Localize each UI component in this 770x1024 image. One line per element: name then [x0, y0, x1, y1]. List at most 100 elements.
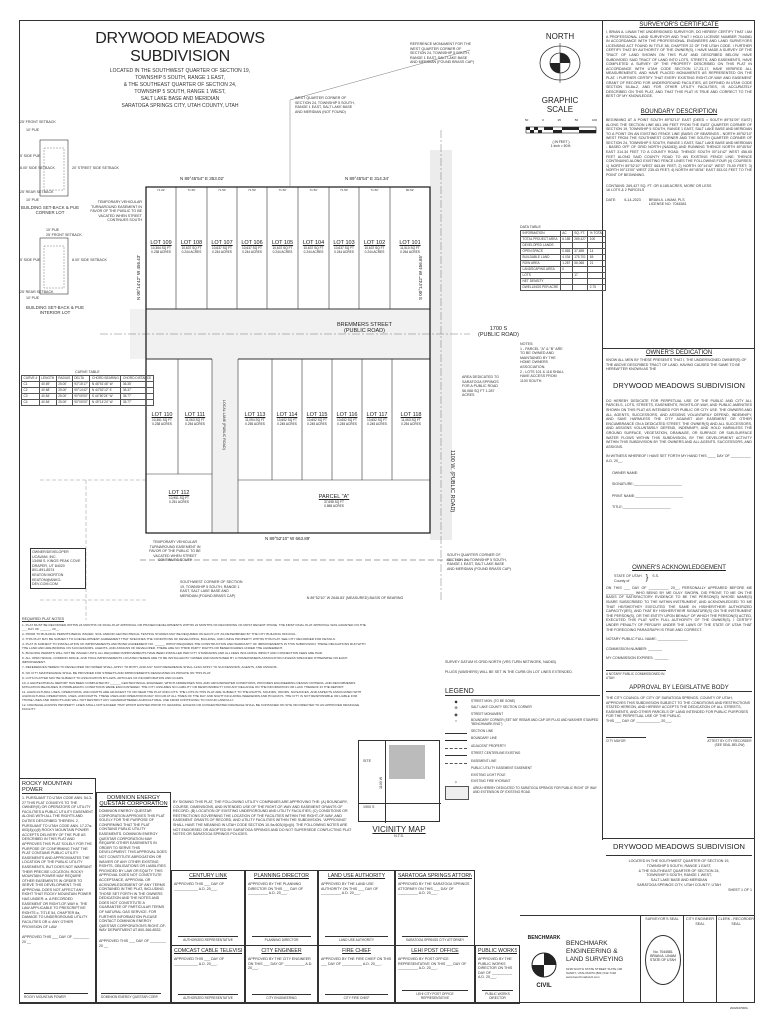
required-note-item: 10- A GEOTECHNICAL REPORT HAS BEEN COMPL… — [22, 680, 356, 689]
company-address-line: SANDY, UTAH 84070 (801) 542-7192 — [566, 971, 617, 975]
lot-acres: 0.244 ACRES — [272, 250, 293, 254]
dominion-title: DOMINION ENERGY QUESTAR CORPORATION — [99, 795, 168, 807]
dominion-approved-date[interactable]: APPROVED THIS ___ DAY OF ________ 20 __ — [99, 939, 167, 948]
approval-block: PLANNING DIRECTOR APPROVED BY THE PLANNIN… — [245, 870, 318, 945]
legend-item: ☼EXISTING FIRE HYDRANT — [445, 779, 600, 784]
legend-symbol-icon — [445, 729, 467, 734]
curve-table-title: CURVE TABLE — [75, 370, 100, 374]
owner-name-field[interactable]: OWNER NAME: — [612, 470, 639, 475]
lot-name: LOT 107 — [211, 240, 233, 246]
table-cell: 25.00' — [55, 398, 73, 406]
signature-field[interactable]: SIGNATURE: — [612, 482, 634, 487]
lot-name: LOT 115 — [306, 412, 328, 418]
date-label: DATE: — [606, 197, 617, 202]
approval-signature-line[interactable]: PUBLIC WORKS DIRECTOR — [482, 990, 513, 1000]
legend-item: STREET CENTERLINE EXISTING — [445, 751, 600, 756]
legend-item: SECTION LINE — [445, 729, 600, 734]
approval-title: PLANNING DIRECTOR — [254, 873, 309, 879]
title-block-line: TOWNSHIP 5 SOUTH, RANGE 1 EAST, — [646, 863, 712, 868]
approval-signature-line[interactable]: CITY ENGINEERING — [252, 994, 311, 1000]
approval-signature-line[interactable]: LAND USE AUTHORITY — [325, 936, 388, 942]
approval-signature-line[interactable]: PLANNING DIRECTOR — [252, 936, 311, 942]
approval-title: PUBLIC WORKS DIRECTOR — [478, 948, 517, 954]
lot-frontage: 80.62' — [405, 188, 415, 192]
approval-signature-line[interactable]: SARATOGA SPRINGS CITY ATTORNEY — [402, 936, 468, 942]
legend-item-label: AREA HEREBY DEDICATED TO SARATOGA SPRING… — [473, 785, 597, 794]
legend-item: ⊕SALT LAKE COUNTY SECTION CORNER — [445, 705, 600, 710]
approval-text[interactable]: APPROVED BY THE FIRE CHIEF ON THIS ___ D… — [321, 957, 392, 966]
south-quarter-corner-note: SOUTH QUARTER CORNER OF SECTION 24, TOWN… — [447, 553, 511, 571]
city-recorder-signature[interactable]: ATTEST BY CITY RECORDER (SEE SEAL BELOW) — [707, 737, 752, 748]
lot-frontage: 71.50' — [309, 188, 318, 192]
dominion-signature-line[interactable]: DOMINION ENERGY QUESTAR CORP. — [101, 993, 161, 999]
approval-text[interactable]: APPROVED BY THE SARATOGA SPRINGS ATTORNE… — [398, 882, 470, 896]
print-name-field[interactable]: PRINT NAME: — [612, 493, 636, 498]
north-arrow-block: NORTH GRAPHIC SCALE — [530, 32, 590, 114]
state-label: STATE OF UTAH — [614, 574, 642, 578]
approval-signature-line[interactable]: AUTHORIZED REPRESENTATIVE — [178, 936, 238, 942]
lot-sqft: 10,637 SQ FT — [211, 246, 233, 250]
approval-text[interactable]: APPROVED BY THE CITY ENGINEER ON THIS __… — [248, 957, 313, 971]
approval-signature-line[interactable]: LEHI CITY POST OFFICE REPRESENTATIVE — [402, 990, 468, 1000]
approval-text[interactable]: APPROVED BY THE PUBLIC WORKS DIRECTOR ON… — [478, 957, 513, 980]
legend-item: EASEMENT LINE — [445, 759, 600, 764]
notary-signature-line[interactable]: A NOTARY PUBLIC COMMISSIONED IN UTAH — [606, 669, 666, 680]
boundary-description-title: BOUNDARY DESCRIPTION — [640, 108, 718, 115]
lot-name: LOT 116 — [336, 412, 358, 418]
lot-sqft: 10,637 SQ FT — [333, 246, 355, 250]
approval-signature-line[interactable]: CITY FIRE CHIEF — [325, 994, 388, 1000]
location-line: SALT LAKE BASE AND MERIDIAN — [140, 96, 220, 102]
required-note-item: 6- ALL OPEN SPACE, COMMON SPACE, AND TRA… — [22, 656, 348, 665]
approval-title: LAND USE AUTHORITY — [327, 873, 386, 879]
approval-text[interactable]: APPROVED BY THE LAND USE AUTHORITY ON TH… — [321, 882, 379, 896]
lot-name: LOT 101 — [399, 240, 421, 246]
approval-text[interactable]: APPROVED THIS ___ DAY OF ____________ A.… — [174, 882, 225, 891]
setback-label: 25' FRONT SETBACK — [46, 233, 82, 237]
setback-diagrams: 25' FRONT SETBACK 10' PUE 5' SIDE PUE 8.… — [20, 120, 135, 320]
legend-title: LEGEND — [445, 688, 600, 696]
notary-name-field[interactable]: NOTARY PUBLIC FULL NAME: — [606, 637, 657, 642]
legend-item: ADJACENT PROPERTY — [445, 744, 600, 749]
developer-line: UCAVANI, INC. — [32, 554, 57, 559]
title-block-name: DRYWOOD MEADOWS SUBDIVISION — [606, 842, 752, 856]
legislative-approval-title: APPROVAL BY LEGISLATIVE BODY — [606, 685, 752, 692]
setback-label: 8.00' SIDE SETBACK — [20, 166, 55, 170]
setback-label: 10' PUE — [26, 128, 40, 132]
setback-label: 8.00' SIDE SETBACK — [72, 258, 107, 262]
approval-signature-line[interactable]: AUTHORIZED REPRESENTATIVE — [178, 994, 238, 1000]
required-note-item: 1- PLAT MUST BE RECORDED WITHIN 24 MONTH… — [22, 622, 366, 631]
scale-bar — [525, 126, 597, 134]
survey-note: SURVEY DATUM IS GRID NORTH (VRS TURN NET… — [445, 660, 556, 664]
survey-note: PLUGS (WASHERS) WILL BE SET IN THE CURB … — [445, 669, 573, 674]
legend-item: AREA HEREBY DEDICATED TO SARATOGA SPRING… — [445, 785, 600, 800]
company-address-line: www.benchmarkcivil.com — [566, 975, 600, 979]
vicinity-site-area — [389, 745, 425, 779]
table-cell: 40.84' — [38, 398, 57, 406]
approval-text[interactable]: APPROVED BY THE PLANNING DIRECTOR ON THI… — [248, 882, 304, 896]
rmp-signature-line[interactable]: ROCKY MOUNTAIN POWER — [24, 993, 88, 999]
title-field[interactable]: TITLE: — [612, 505, 623, 510]
title-block-line: & THE SOUTHEAST QUARTER OF SECTION 24, — [638, 868, 720, 873]
lot-sqft: 10,364 SQ FT — [150, 246, 172, 250]
required-note-item: 7- REFERENCES HEREIN TO DEVELOPER OR OWN… — [22, 665, 278, 670]
approval-text[interactable]: APPROVED BY POST OFFICE REPRESENTATIVE O… — [398, 957, 467, 971]
approval-text[interactable]: APPROVED THIS ___ DAY OF ____________ A.… — [174, 957, 225, 966]
legend-symbol-icon — [445, 744, 467, 749]
commission-expires-field[interactable]: MY COMMISSION EXPIRES: — [606, 656, 654, 661]
southwest-corner-note: SOUTHWEST CORNER OF SECTION 19, TOWNSHIP… — [180, 580, 243, 598]
legend-item-label: EXISTING FIRE HYDRANT — [471, 779, 511, 783]
vicinity-scale: N.T.S. — [394, 834, 404, 838]
east-road-label: 1100 W. (PUBLIC ROAD) — [449, 450, 455, 512]
city-mayor-signature[interactable]: CITY MAYOR — [606, 737, 646, 747]
lot-acres: 0.245 ACRES — [277, 422, 297, 426]
rmp-approved-date[interactable]: APPROVED THIS ___ DAY OF ________ 20 __ — [22, 935, 90, 944]
commission-number-field[interactable]: COMMISSION NUMBER: — [606, 646, 648, 651]
